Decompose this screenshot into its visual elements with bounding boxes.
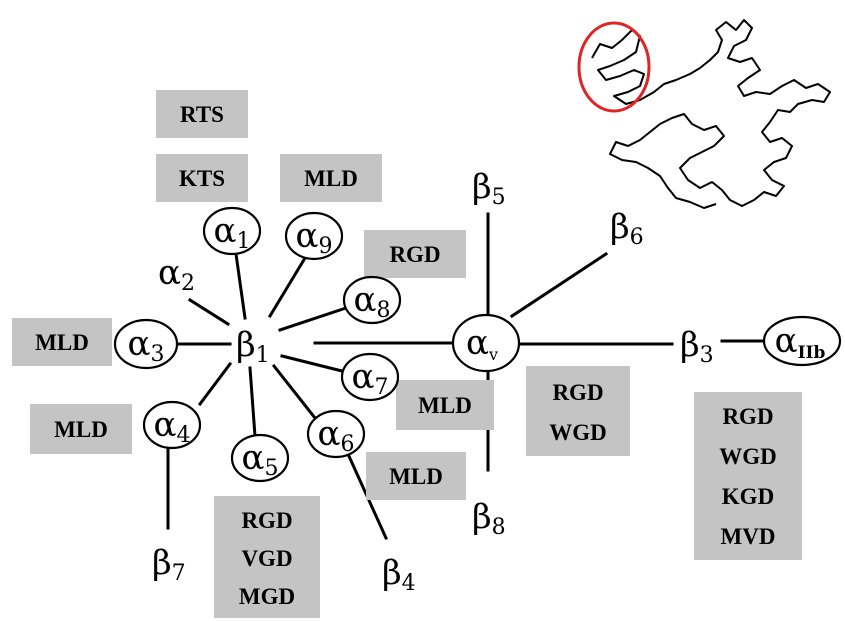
node-alpha-4: α4 (142, 400, 202, 450)
label-beta-3: β3 (680, 325, 714, 368)
motif-text: MLD (54, 417, 108, 442)
motif-box-mld-a3: MLD (12, 318, 112, 366)
line-b1-a8 (278, 306, 348, 332)
label-beta-8: β8 (472, 497, 506, 540)
protein-backbone-illustration (591, 19, 831, 209)
motif-box-rgd-a8: RGD (364, 230, 466, 278)
node-label: α6 (318, 414, 355, 457)
plain-labels: α2 β1 β7 β4 β5 β6 β8 β3 (152, 167, 714, 596)
motif-box-mld-a7: MLD (396, 380, 494, 430)
motif-boxes: RTS KTS MLD RGD MLD MLD MLD MLD (12, 90, 802, 618)
motif-text: RTS (180, 102, 224, 127)
motif-text: WGD (719, 444, 777, 469)
motif-box-mld-a9: MLD (280, 154, 382, 202)
line-b1-a1 (234, 252, 247, 320)
motif-box-kts: KTS (156, 154, 248, 202)
connector-lines (166, 212, 766, 540)
motif-text: RGD (389, 242, 440, 267)
label-beta-5: β5 (472, 167, 506, 210)
motif-text: MLD (389, 464, 443, 489)
motif-box-a2b-list: RGD WGD KGD MVD (694, 392, 802, 560)
alpha-nodes: α1 α9 α8 α3 α7 α4 α5 α6 (113, 206, 842, 483)
label-beta-6: β6 (610, 207, 644, 250)
node-alpha-6: α6 (306, 409, 366, 459)
line-av-b6 (509, 251, 609, 319)
node-alpha-7: α7 (340, 352, 400, 402)
motif-text: RGD (722, 404, 773, 429)
motif-box-av-list: RGD WGD (526, 366, 630, 456)
label-beta-4: β4 (382, 553, 416, 596)
motif-text: MLD (304, 166, 358, 191)
motif-text: RGD (241, 508, 292, 533)
line-b1-a9 (267, 255, 308, 319)
motif-box-a5-list: RGD VGD MGD (214, 496, 320, 618)
motif-text: MVD (721, 524, 776, 549)
node-label: α5 (242, 438, 279, 481)
motif-text: MLD (35, 330, 89, 355)
node-label: α9 (296, 216, 333, 259)
motif-text: MLD (418, 393, 472, 418)
line-b1-a4 (197, 361, 233, 407)
motif-text: KGD (722, 484, 774, 509)
motif-text: RGD (552, 380, 603, 405)
node-alpha-v: αv (451, 313, 521, 373)
node-label: α1 (214, 211, 251, 254)
node-label: α8 (354, 280, 391, 323)
label-alpha-2: α2 (158, 253, 195, 296)
node-alpha-8: α8 (342, 275, 402, 325)
node-label: α4 (154, 405, 191, 448)
node-label: α7 (352, 357, 389, 400)
highlight-circle (577, 21, 651, 113)
line-b1-a5 (248, 366, 257, 438)
node-alpha-5: α5 (230, 433, 290, 483)
node-label: α3 (128, 324, 165, 367)
label-beta-7: β7 (152, 543, 186, 586)
node-alpha-1: α1 (202, 206, 262, 256)
node-alpha-9: α9 (284, 211, 344, 261)
motif-text: WGD (549, 420, 607, 445)
motif-text: VGD (241, 546, 292, 571)
line-b1-a7 (280, 354, 348, 374)
motif-text: KTS (179, 166, 225, 191)
motif-text: MGD (239, 584, 295, 609)
motif-box-mld-a4: MLD (30, 404, 132, 454)
node-label: αv (466, 323, 498, 364)
node-alpha-iib: αIIb (762, 315, 842, 367)
node-label: αIIb (775, 321, 826, 363)
motif-box-mld-a6: MLD (366, 452, 466, 500)
line-b1-a2 (187, 297, 231, 327)
label-beta-1: β1 (236, 325, 270, 368)
line-b1-a6 (271, 363, 318, 421)
motif-box-rts: RTS (156, 90, 248, 138)
node-alpha-3: α3 (113, 318, 179, 370)
